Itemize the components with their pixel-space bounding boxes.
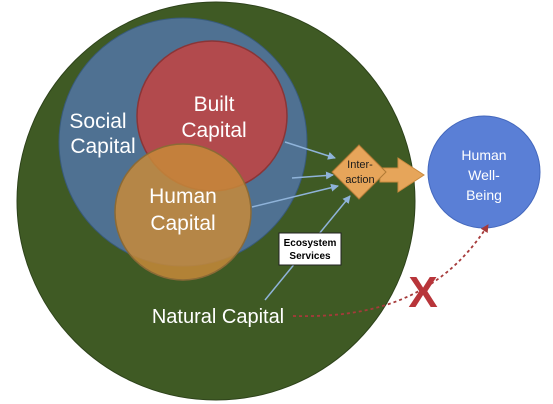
human-capital-circle bbox=[114, 143, 252, 281]
arrow-social-to-interaction bbox=[291, 171, 334, 180]
human-capital-label-line1: Human bbox=[149, 185, 217, 208]
x-mark: X bbox=[408, 268, 437, 317]
arrow-human-to-interaction bbox=[251, 183, 339, 208]
interaction-label-line1: Inter- bbox=[347, 159, 373, 171]
interaction-label-line2: action bbox=[345, 174, 374, 186]
ecosystem-services-box bbox=[278, 232, 342, 266]
arrow-built-to-interaction bbox=[284, 141, 336, 160]
natural-capital-label: Natural Capital bbox=[152, 306, 284, 328]
social-capital-label-line1: Social bbox=[69, 110, 126, 133]
interaction-diamond bbox=[331, 144, 387, 200]
arrow-interaction-to-wellbeing bbox=[379, 157, 425, 193]
wellbeing-label-line1: Human bbox=[461, 147, 506, 163]
ecosystem-services-line1: Ecosystem bbox=[284, 238, 337, 249]
built-capital-label-line1: Built bbox=[194, 93, 235, 116]
human-capital-label-line2: Capital bbox=[150, 212, 215, 235]
wellbeing-label-line2: Well- bbox=[468, 167, 500, 183]
ecosystem-services-line2: Services bbox=[289, 251, 331, 262]
social-capital-label-line2: Capital bbox=[70, 135, 135, 158]
wellbeing-label-line3: Being bbox=[466, 187, 502, 203]
built-capital-label-line2: Capital bbox=[181, 119, 246, 142]
dashed-natural-to-wellbeing-arrow bbox=[292, 224, 489, 318]
